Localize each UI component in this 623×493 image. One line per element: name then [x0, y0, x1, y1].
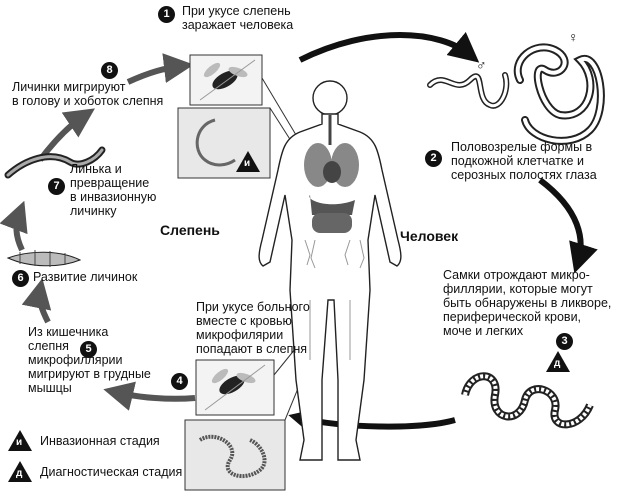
lymph-vessels [304, 239, 365, 360]
step-2-number: 2 [425, 150, 442, 167]
female-symbol: ♀ [568, 29, 579, 45]
human-body [258, 80, 402, 461]
developing-larva [6, 250, 82, 267]
arrow-7-to-8 [37, 108, 95, 162]
microfilaria-worm [461, 372, 594, 429]
step-7-number: 7 [48, 178, 65, 195]
step-3-number: 3 [556, 333, 573, 350]
adult-worms [427, 43, 605, 145]
microfilaria-panel-bottom [184, 419, 286, 491]
fly-panel-top [189, 54, 263, 106]
legend-invasive-symbol [8, 430, 32, 451]
fly-panel-bottom [195, 359, 275, 416]
invasive-larva [4, 146, 106, 179]
step-6-text: Развитие личинок [33, 270, 138, 284]
arrow-6-to-7 [0, 200, 28, 252]
host-label-vector: Слепень [160, 222, 220, 238]
panel-diagnostic-symbol [546, 351, 570, 372]
step-8-number: 8 [101, 62, 118, 79]
panel-invasive-letter: и [244, 158, 251, 169]
arrow-1-to-2 [298, 31, 480, 63]
male-symbol: ♂ [476, 57, 487, 73]
step-5-number: 5 [80, 341, 97, 358]
step-3-text: Самки отрождают микро-филлярии, которые … [443, 268, 612, 338]
arrow-5-to-6 [21, 278, 52, 324]
panel-diagnostic-letter: д [554, 358, 561, 369]
host-label-human: Человек [400, 228, 459, 244]
legend-invasive-text: Инвазионная стадия [40, 434, 160, 448]
step-1-number: 1 [158, 6, 175, 23]
step-6-number: 6 [12, 270, 29, 287]
arrow-8-to-1 [126, 53, 194, 85]
arrow-4-to-5 [103, 381, 196, 411]
legend-diagnostic-letter: д [16, 468, 23, 479]
step-4-number: 4 [171, 373, 188, 390]
legend-diagnostic-symbol [8, 461, 32, 482]
legend-diagnostic-text: Диагностическая стадия [40, 465, 183, 479]
legend-invasive-letter: и [16, 437, 23, 448]
arrow-3-to-4 [288, 407, 456, 437]
panel-invasive-symbol [236, 151, 260, 172]
arrow-2-to-3 [538, 177, 598, 274]
internal-organs [304, 115, 359, 233]
